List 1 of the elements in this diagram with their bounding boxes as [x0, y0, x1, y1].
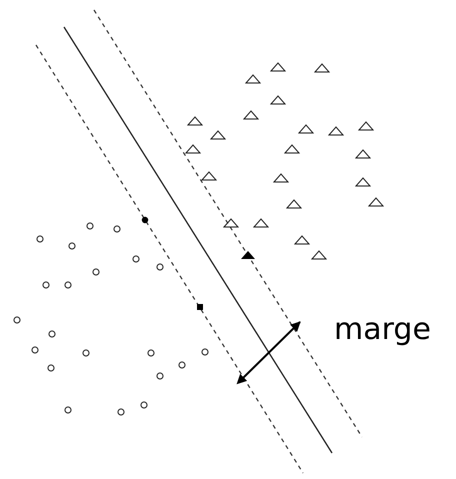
margin-label: marge	[334, 312, 431, 347]
